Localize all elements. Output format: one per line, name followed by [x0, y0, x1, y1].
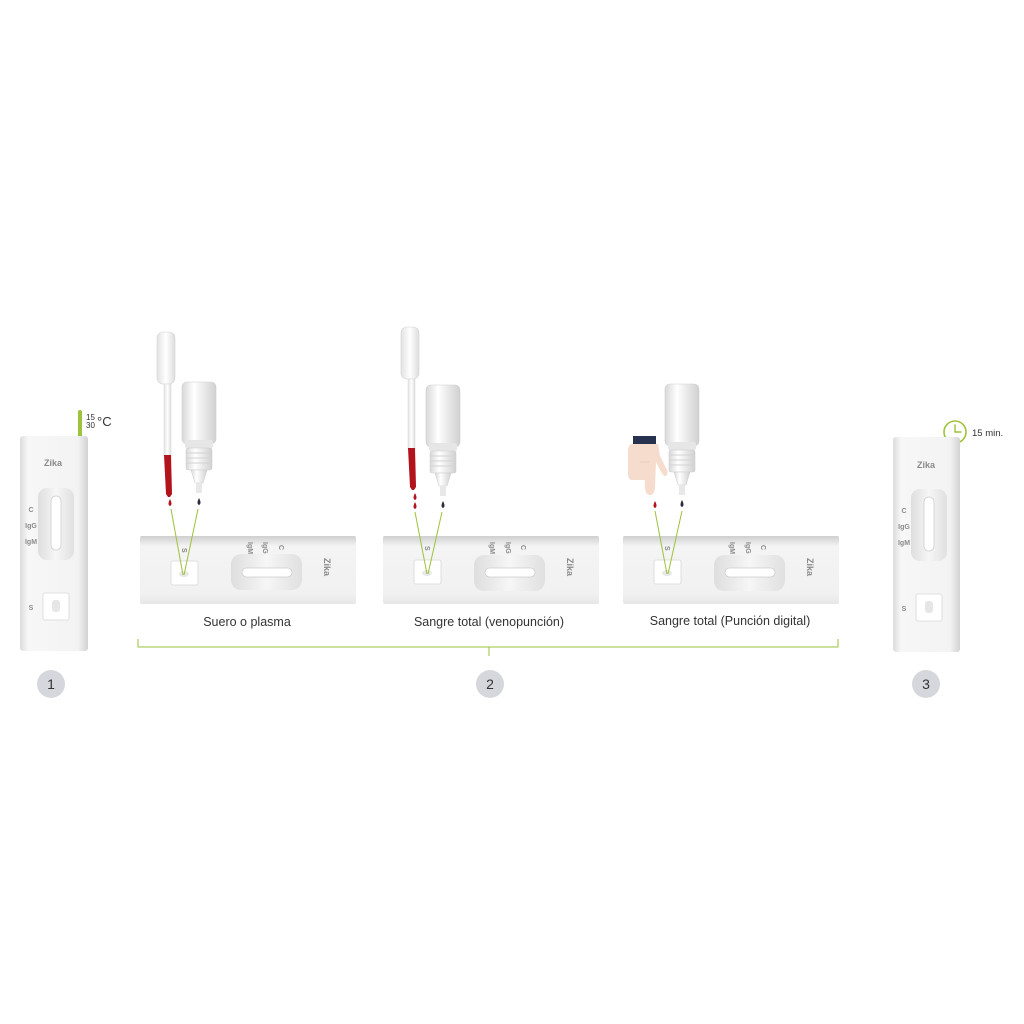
- blood-drop: [413, 502, 417, 509]
- temp-unit: °C: [97, 414, 112, 429]
- step3-badge: 3: [912, 670, 940, 698]
- drop-guide-lines: [170, 508, 199, 576]
- temp-max: 30: [86, 421, 95, 430]
- panel-caption: Sangre total (Punción digital): [650, 614, 811, 628]
- dropper-bottle-icon: [181, 381, 217, 494]
- cassette-title: Zika: [805, 558, 815, 577]
- sample-label: S: [902, 606, 907, 613]
- panel-caption: Sangre total (venopunción): [414, 615, 564, 629]
- line-igm-label: IgM: [246, 542, 253, 554]
- drop-guide-lines: [414, 511, 443, 575]
- line-c-label: C: [901, 508, 906, 515]
- step2-number: 2: [486, 676, 494, 692]
- pipette-icon: [156, 331, 176, 497]
- drop-guide-lines: [654, 510, 683, 575]
- sample-label: S: [663, 546, 670, 551]
- step3-group: 15 min. Zika C IgG IgM S 3: [893, 420, 1003, 698]
- step2-bracket: [137, 639, 839, 656]
- line-igg-label: IgG: [898, 524, 910, 531]
- line-igg-label: IgG: [744, 542, 751, 554]
- blood-drop: [413, 493, 417, 500]
- step3-number: 3: [922, 676, 930, 692]
- line-igm-label: IgM: [898, 540, 910, 547]
- sleeve: [633, 436, 656, 444]
- step1-badge: 1: [37, 670, 65, 698]
- line-igg-label: IgG: [504, 542, 511, 554]
- line-c-label: C: [759, 545, 766, 550]
- blood-drop: [168, 499, 172, 506]
- line-igm-label: IgM: [25, 539, 37, 546]
- cassette-title: Zika: [322, 558, 332, 577]
- line-igg-label: IgG: [261, 542, 268, 554]
- sample-label: S: [423, 546, 430, 551]
- step3-cassette: Zika C IgG IgM S: [893, 437, 960, 652]
- line-c-label: C: [519, 545, 526, 550]
- line-igm-label: IgM: [728, 542, 735, 554]
- step1-cassette: Zika C IgG IgM S: [20, 436, 88, 651]
- step1-group: 15 30 °C Zika C IgG IgM S 1: [20, 410, 112, 698]
- line-igm-label: IgM: [488, 542, 495, 554]
- sample-label: S: [29, 605, 34, 612]
- step2-badge: 2: [476, 670, 504, 698]
- cassette-title: Zika: [917, 460, 936, 470]
- line-igg-label: IgG: [25, 523, 37, 530]
- diluent-drop: [441, 501, 445, 508]
- dropper-bottle-icon: [425, 384, 461, 497]
- sample-label: S: [180, 548, 187, 553]
- panel-caption: Suero o plasma: [203, 615, 291, 629]
- finger-icon: [628, 436, 668, 495]
- line-c-label: C: [28, 507, 33, 514]
- step2-panel-serum: S IgM IgG C Zika Suero o plasma: [140, 331, 356, 629]
- cassette-title: Zika: [565, 558, 575, 577]
- step2-panel-venous: S IgM IgG C Zika Sangre total (venopunci…: [383, 326, 599, 629]
- diluent-drop: [197, 498, 201, 505]
- step2-panel-capillary: S IgM IgG C Zika Sangre total (Punción d…: [623, 383, 839, 628]
- blood-drop: [653, 501, 657, 508]
- line-c-label: C: [277, 545, 284, 550]
- timer-label: 15 min.: [972, 428, 1003, 439]
- temp-min: 15: [86, 413, 95, 422]
- diluent-drop: [680, 500, 684, 507]
- pipette-icon: [400, 326, 420, 490]
- cassette-title: Zika: [44, 458, 63, 468]
- step1-number: 1: [47, 676, 55, 692]
- dropper-bottle-icon: [664, 383, 700, 496]
